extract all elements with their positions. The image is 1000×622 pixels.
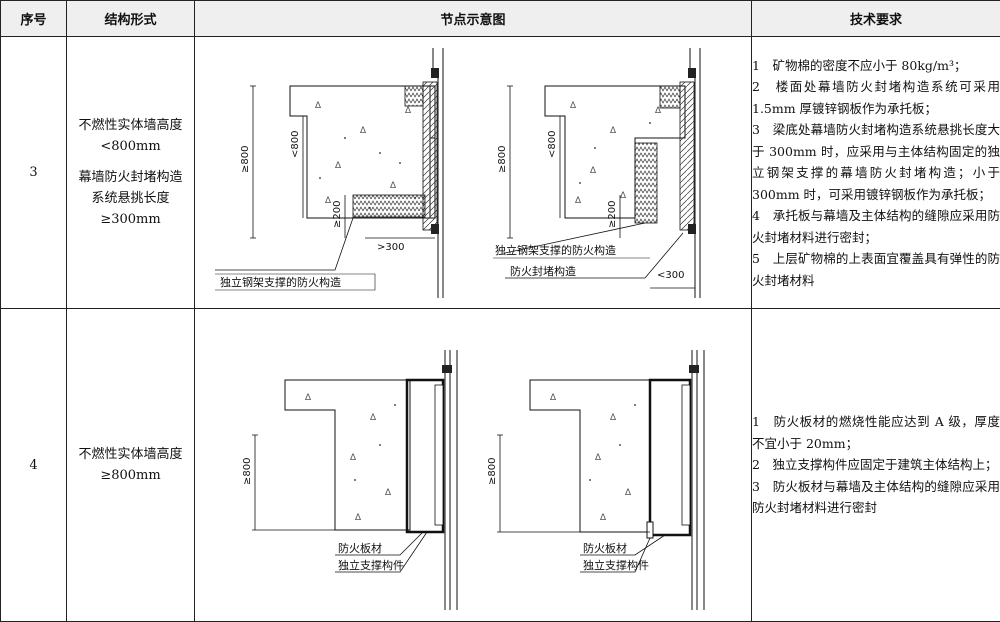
- dim-label: >300: [377, 242, 404, 253]
- svg-text:∆: ∆: [349, 453, 357, 463]
- svg-text:∆: ∆: [624, 488, 632, 498]
- dim-label: <300: [657, 270, 684, 281]
- svg-text:∆: ∆: [589, 166, 597, 176]
- svg-text:∆: ∆: [569, 101, 577, 111]
- svg-text:∆: ∆: [574, 196, 582, 206]
- svg-text:∆: ∆: [619, 191, 627, 201]
- svg-text:∆: ∆: [384, 488, 392, 498]
- header-req: 技术要求: [751, 0, 1000, 38]
- node-diagram-cell: ∆ ∆ ∆ ∆ ∆ ≥800 防火板材 独立支撑构件: [194, 308, 752, 622]
- form-line: 幕墙防火封堵构造: [78, 170, 183, 186]
- dim-label: ≥800: [240, 145, 251, 172]
- right-detail: ∆ ∆ ∆ ∆ ∆ ∆ ≥800 <800 ≥200: [493, 47, 701, 298]
- label-fire-seal: 防火封堵构造: [510, 264, 576, 278]
- label-fire-board: 防火板材: [583, 541, 627, 555]
- label-support-member: 独立支撑构件: [338, 558, 404, 572]
- row-number: 4: [0, 308, 67, 622]
- svg-text:∆: ∆: [334, 161, 342, 171]
- form-line: ≥800mm: [100, 468, 161, 484]
- requirement-item: 2 独立支撑构件应固定于建筑主体结构上；: [752, 457, 998, 473]
- header-diagram: 节点示意图: [194, 0, 752, 38]
- header-row: 序号 结构形式 节点示意图 技术要求: [0, 0, 1000, 38]
- svg-text:∆: ∆: [609, 126, 617, 136]
- svg-text:∆: ∆: [359, 126, 367, 136]
- svg-text:∆: ∆: [599, 513, 607, 523]
- dim-label: ≥200: [607, 200, 618, 227]
- table-row: 3 不燃性实体墙高度 <800mm 幕墙防火封堵构造 系统悬挑长度 ≥300mm: [0, 36, 1000, 310]
- requirements-cell: 1 矿物棉的密度不应小于 80kg/m³； 2 楼面处幕墙防火封堵构造系统可采用…: [751, 36, 1000, 310]
- svg-text:∆: ∆: [404, 106, 412, 116]
- left-detail: ∆ ∆ ∆ ∆ ∆ ∆ ≥800 <800: [215, 47, 444, 298]
- right-detail: ∆ ∆ ∆ ∆ ∆ ≥800 防火板材 独立支撑构件: [487, 350, 705, 611]
- requirement-item: 3 梁底处幕墙防火封堵构造系统悬挑长度大于 300mm 时，应采用与主体结构固定…: [752, 122, 1000, 202]
- requirement-item: 1 矿物棉的密度不应小于 80kg/m³；: [752, 57, 967, 73]
- label-support-member: 独立支撑构件: [583, 558, 649, 572]
- label-fire-board: 防火板材: [338, 541, 382, 555]
- form-line: 不燃性实体墙高度: [78, 447, 183, 463]
- requirements-cell: 1 防火板材的燃烧性能应达到 A 级，厚度不宜小于 20mm； 2 独立支撑构件…: [751, 308, 1000, 622]
- dim-label: ≥800: [487, 458, 498, 485]
- dim-label: ≥800: [497, 145, 508, 172]
- node-diagram-cell: ∆ ∆ ∆ ∆ ∆ ∆ ≥800 <800: [194, 36, 752, 310]
- svg-text:∆: ∆: [314, 101, 322, 111]
- form-line: 不燃性实体墙高度: [78, 118, 183, 134]
- header-no: 序号: [0, 0, 67, 38]
- requirement-item: 1 防火板材的燃烧性能应达到 A 级，厚度不宜小于 20mm；: [752, 414, 1000, 451]
- label-steel-frame: 独立钢架支撑的防火构造: [495, 243, 616, 257]
- node-diagram-row4: ∆ ∆ ∆ ∆ ∆ ≥800 防火板材 独立支撑构件: [242, 350, 705, 611]
- table-row: 4 不燃性实体墙高度 ≥800mm ∆ ∆ ∆ ∆ ∆: [0, 308, 1000, 622]
- svg-text:∆: ∆: [654, 106, 662, 116]
- node-diagram-row3: ∆ ∆ ∆ ∆ ∆ ∆ ≥800 <800: [215, 47, 701, 298]
- form-line: <800mm: [100, 139, 161, 155]
- requirement-item: 4 承托板与幕墙及主体结构的缝隙应采用防火封堵材料进行密封；: [752, 208, 1000, 245]
- svg-text:∆: ∆: [594, 453, 602, 463]
- header-form: 结构形式: [66, 0, 195, 38]
- svg-text:∆: ∆: [369, 413, 377, 423]
- row-number: 3: [0, 36, 67, 310]
- requirement-item: 5 上层矿物棉的上表面宜覆盖具有弹性的防火封堵材料: [752, 251, 1000, 288]
- form-line: 系统悬挑长度: [91, 191, 170, 207]
- svg-text:∆: ∆: [324, 196, 332, 206]
- svg-text:∆: ∆: [389, 181, 397, 191]
- structure-form-cell: 不燃性实体墙高度 <800mm 幕墙防火封堵构造 系统悬挑长度 ≥300mm: [66, 36, 195, 310]
- structure-form-cell: 不燃性实体墙高度 ≥800mm: [66, 308, 195, 622]
- requirement-item: 2 楼面处幕墙防火封堵构造系统可采用 1.5mm 厚镀锌钢板作为承托板；: [752, 79, 1000, 116]
- svg-text:∆: ∆: [609, 413, 617, 423]
- dim-label: <800: [290, 130, 301, 157]
- svg-text:∆: ∆: [549, 393, 557, 403]
- dim-label: <800: [547, 130, 558, 157]
- dim-label: ≥200: [332, 200, 343, 227]
- requirement-item: 3 防火板材与幕墙及主体结构的缝隙应采用防火封堵材料进行密封: [752, 478, 1000, 516]
- left-detail: ∆ ∆ ∆ ∆ ∆ ≥800 防火板材 独立支撑构件: [242, 350, 458, 611]
- svg-text:∆: ∆: [354, 513, 362, 523]
- label-steel-frame: 独立钢架支撑的防火构造: [220, 275, 341, 289]
- svg-text:∆: ∆: [304, 393, 312, 403]
- dim-label: ≥800: [242, 458, 253, 485]
- form-line: ≥300mm: [100, 212, 161, 228]
